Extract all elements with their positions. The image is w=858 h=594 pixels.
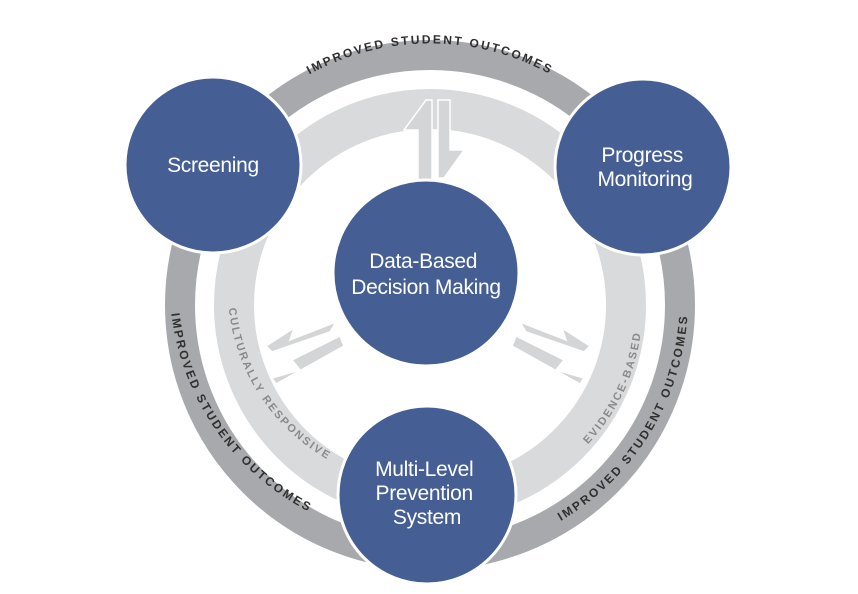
node-data-based-decision-making: Data-Based Decision Making — [331, 178, 521, 368]
node-progress-monitoring-label: Progress Monitoring — [597, 144, 692, 191]
node-multi-level-prevention-system: Multi-Level Prevention System — [336, 404, 518, 586]
arrow-center-to-right — [511, 320, 592, 385]
node-center-label: Data-Based Decision Making — [351, 250, 501, 299]
arrow-center-to-left — [264, 320, 345, 385]
node-progress-monitoring: Progress Monitoring — [553, 77, 733, 257]
node-prevention-label: Multi-Level Prevention System — [375, 458, 479, 529]
arrow-center-to-top — [402, 99, 466, 191]
node-screening: Screening — [123, 75, 303, 255]
node-screening-label: Screening — [167, 154, 259, 177]
